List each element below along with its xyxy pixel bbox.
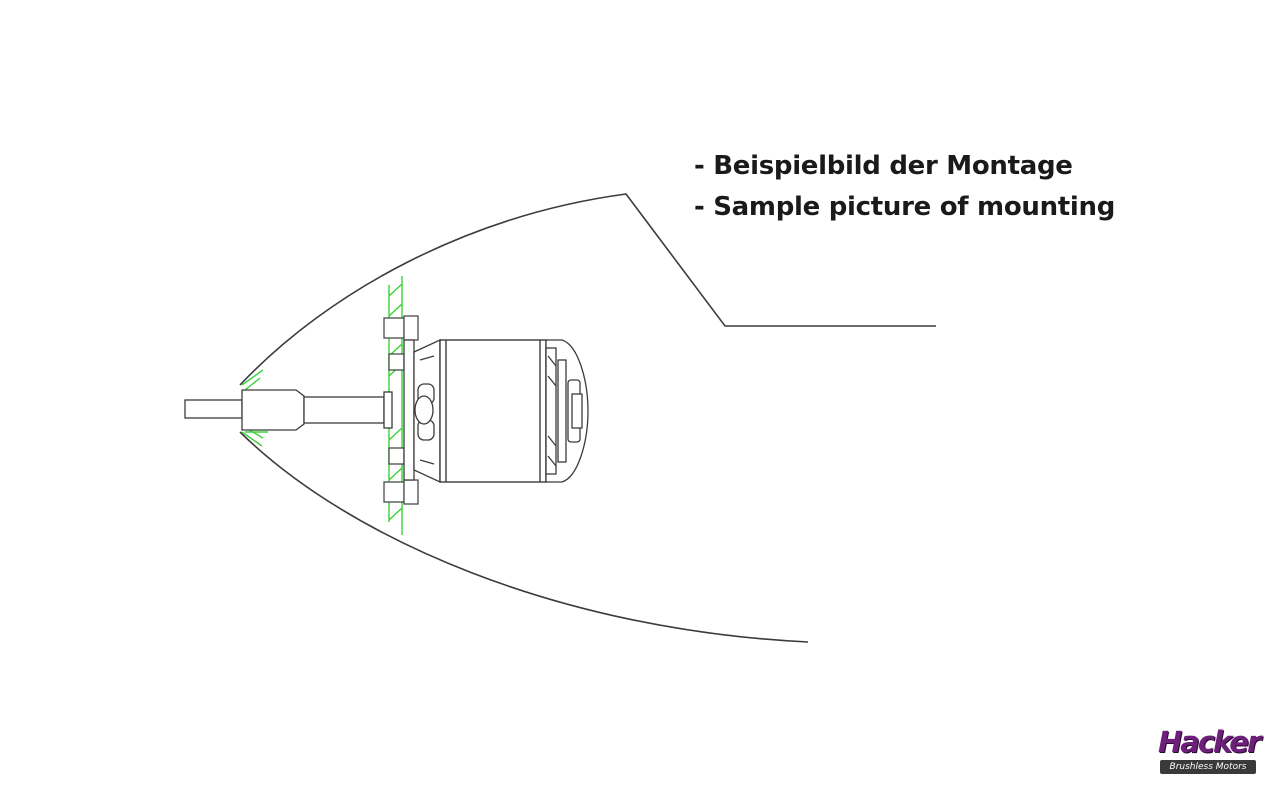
fuselage-upper-line	[239, 193, 936, 386]
screw-bottom	[383, 481, 405, 503]
propeller-shaft	[184, 389, 393, 431]
caption-line-english: - Sample picture of mounting	[694, 192, 1116, 222]
caption-text: - Beispielbild der Montage - Sample pict…	[694, 146, 1115, 228]
caption-line-german: - Beispielbild der Montage	[694, 151, 1073, 181]
screw-top	[383, 317, 405, 339]
hacker-logo: Hacker Brushless Motors	[1158, 724, 1261, 775]
fuselage-outline	[239, 193, 936, 643]
logo-tagline: Brushless Motors	[1160, 760, 1256, 774]
mounting-screws	[383, 315, 419, 505]
screw-upper	[388, 353, 405, 371]
screw-lower	[388, 447, 405, 465]
fuselage-lower-line	[239, 431, 809, 643]
logo-brand-text: Hacker	[1158, 725, 1261, 759]
motor-body	[439, 339, 547, 483]
motor-mount-plate	[403, 338, 441, 484]
motor-endbell	[545, 339, 589, 483]
